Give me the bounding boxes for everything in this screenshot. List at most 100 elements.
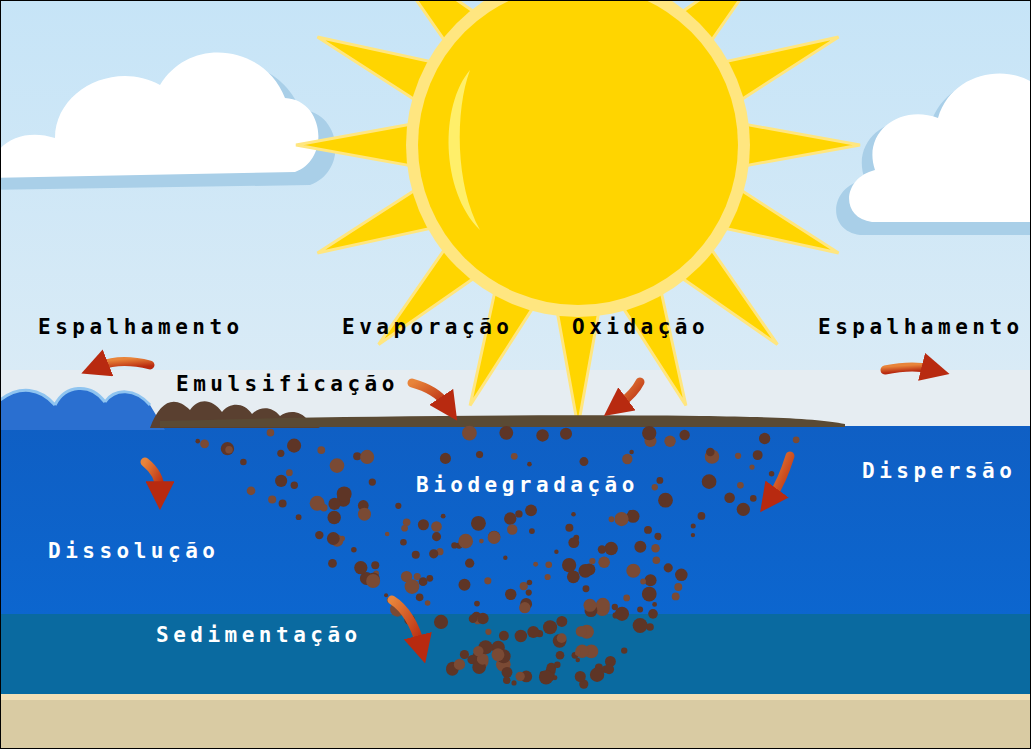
oil-droplet: [351, 547, 357, 553]
oil-droplet: [759, 433, 770, 444]
oil-droplet: [384, 593, 388, 597]
oil-droplet: [527, 626, 539, 638]
oil-droplet: [371, 561, 379, 569]
oil-droplet: [507, 524, 517, 534]
oil-droplet: [268, 495, 276, 503]
process-label: Biodegradação: [416, 474, 639, 497]
oil-droplet: [604, 664, 614, 674]
oil-droplet: [403, 518, 411, 526]
oil-droplet: [315, 531, 323, 539]
oil-droplet: [543, 620, 557, 634]
oil-droplet: [395, 503, 401, 509]
oil-droplet: [369, 478, 376, 485]
oil-droplet: [672, 592, 680, 600]
oil-droplet: [418, 519, 429, 530]
oil-droplet: [286, 469, 293, 476]
oil-droplet: [579, 457, 588, 466]
oil-droplet: [560, 428, 572, 440]
oil-droplet: [634, 541, 646, 553]
oil-droplet: [623, 595, 630, 602]
oil-droplet: [642, 426, 656, 440]
oil-droplet: [225, 446, 233, 454]
oil-droplet: [664, 563, 673, 572]
oil-droplet: [385, 532, 390, 537]
oil-droplet: [502, 667, 513, 678]
oil-droplet: [499, 631, 509, 641]
oil-droplet: [545, 561, 552, 568]
oil-droplet: [657, 536, 661, 540]
oil-droplet: [576, 626, 587, 637]
oil-droplet: [405, 579, 420, 594]
oil-droplet: [469, 614, 478, 623]
oil-droplet: [626, 564, 640, 578]
oil-droplet: [412, 551, 420, 559]
sun-ray: [742, 124, 860, 167]
oil-droplet: [567, 570, 580, 583]
oil-droplet: [661, 500, 665, 504]
oil-droplet: [637, 606, 643, 612]
oil-droplet: [596, 598, 610, 612]
oil-droplet: [354, 561, 367, 574]
oil-droplet: [328, 498, 340, 510]
oil-droplet: [525, 504, 537, 516]
oil-droplet: [575, 671, 586, 682]
oil-droplet: [200, 439, 209, 448]
oil-droplet: [488, 531, 501, 544]
oil-droplet: [553, 634, 567, 648]
oil-droplet: [360, 450, 374, 464]
oil-droplet: [644, 526, 652, 534]
oil-droplet: [622, 454, 632, 464]
oil-droplet: [533, 562, 538, 567]
oil-droplet: [612, 604, 618, 610]
oil-droplet: [240, 459, 247, 466]
oil-droplet: [458, 534, 473, 549]
oil-droplet: [473, 646, 483, 656]
dispersion-arrow: [772, 456, 790, 496]
oil-droplet: [614, 512, 628, 526]
oil-droplet: [553, 675, 558, 680]
oil-droplet: [474, 601, 480, 607]
oil-droplet: [519, 602, 530, 613]
oil-droplet: [735, 453, 741, 459]
oil-droplet: [598, 556, 610, 568]
process-label: Sedimentação: [156, 624, 362, 647]
oil-droplet: [609, 516, 615, 522]
horizon: [0, 370, 1031, 428]
oil-droplet: [545, 574, 551, 580]
oil-droplet: [578, 564, 592, 578]
oil-droplet: [629, 450, 634, 455]
oil-droplet: [554, 550, 558, 554]
spread-arrow-right: [885, 367, 930, 370]
sun: [296, 0, 860, 427]
oil-droplet: [279, 500, 287, 508]
oil-droplet: [320, 504, 327, 511]
oil-droplet: [462, 426, 477, 441]
oil-droplet: [640, 579, 646, 585]
oil-droplet: [454, 659, 465, 670]
oil-droplet: [327, 532, 340, 545]
process-label: Emulsificação: [176, 373, 399, 396]
process-label: Evaporação: [342, 316, 513, 339]
oil-droplet: [358, 508, 371, 521]
oil-droplet: [460, 650, 469, 659]
oil-droplet: [793, 436, 800, 443]
oil-droplet: [652, 602, 657, 607]
oil-droplet: [556, 616, 567, 627]
deep-sea: [0, 614, 1031, 696]
oil-droplet: [431, 521, 442, 532]
oil-droplet: [432, 532, 441, 541]
oil-droplet: [465, 559, 474, 568]
oil-droplet: [556, 651, 565, 660]
oil-droplet: [247, 486, 256, 495]
oil-droplet: [440, 453, 451, 464]
oil-droplet: [702, 474, 717, 489]
oil-droplet: [328, 559, 337, 568]
oil-droplet: [648, 609, 658, 619]
oil-droplet: [520, 582, 528, 590]
oil-droplet: [642, 587, 657, 602]
oil-droplet: [769, 471, 774, 476]
